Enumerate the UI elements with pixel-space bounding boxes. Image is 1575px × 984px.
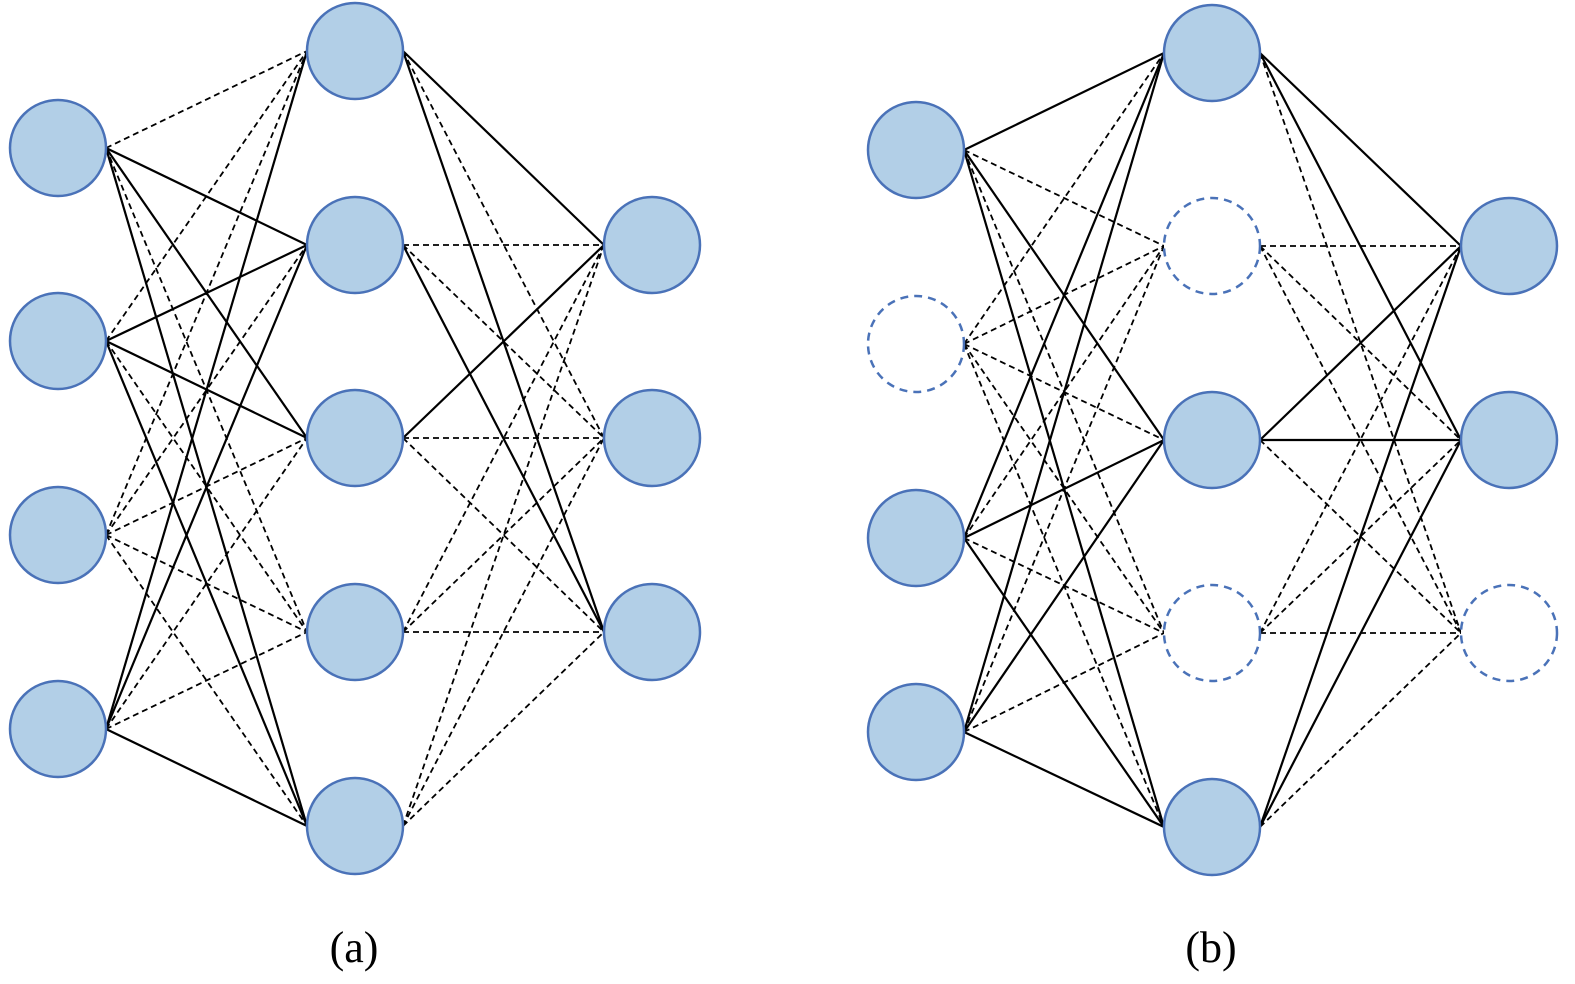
panel-a-connection-l0n0-l1n1-solid: [105, 147, 308, 246]
panel-a-connection-l1n4-l2n2-dashed: [402, 631, 605, 827]
panel-a-neuron-layer1-1: [305, 195, 405, 295]
panel-b-caption: (b): [1185, 923, 1236, 972]
panel-b-neuron-layer2-1: [1459, 390, 1559, 490]
panel-b-connection-l1n0-l2n0-solid: [1259, 52, 1462, 247]
panel-b-neuron-layer2-2-dropped: [1459, 583, 1559, 683]
panel-b-connection-l1n0-l2n2-dashed: [1259, 52, 1462, 634]
panel-b-connection-l0n1-l1n0-dashed: [963, 52, 1165, 345]
panel-a-connection-l1n2-l2n0-solid: [402, 244, 605, 439]
panel-a-connection-l0n2-l1n4-dashed: [105, 534, 308, 827]
panel-b-neuron-layer1-4: [1162, 777, 1262, 877]
panel-b-neuron-layer2-0: [1459, 196, 1559, 296]
panel-a-connection-l1n2-l2n2-dashed: [402, 437, 605, 633]
panel-a-neuron-layer1-0: [305, 1, 405, 101]
panel-b-connection-l1n1-l2n2-dashed: [1259, 245, 1462, 634]
panel-a-connection-l0n2-l1n0-dashed: [105, 50, 308, 536]
panel-b-neurons: [866, 3, 1559, 877]
panel-b-dropout-network: (b): [866, 3, 1559, 972]
panel-b-connection-l1n3-l2n1-dashed: [1259, 439, 1462, 634]
panel-b-connection-l0n0-l1n0-solid: [963, 52, 1165, 151]
panel-a-connection-l1n0-l2n0-solid: [402, 50, 605, 246]
panel-a-connection-l0n0-l1n0-dashed: [105, 50, 308, 149]
panel-b-neuron-layer1-1-dropped: [1162, 196, 1262, 296]
panel-a-neuron-layer2-2: [602, 582, 702, 682]
panel-a-neuron-layer0-1: [8, 291, 108, 391]
panel-a-neuron-layer0-0: [8, 98, 108, 198]
panel-a-neuron-layer2-0: [602, 195, 702, 295]
panel-b-neuron-layer0-2: [866, 488, 966, 588]
panel-b-neuron-layer1-0: [1162, 3, 1262, 103]
panel-b-connection-l0n2-l1n0-solid: [962, 52, 1166, 539]
panel-a-neuron-layer1-3: [305, 582, 405, 682]
panel-b-connection-l1n4-l2n1-solid: [1259, 439, 1462, 828]
panel-b-connection-l0n3-l1n2-solid: [963, 439, 1165, 733]
panel-b-connection-l1n4-l2n2-dashed: [1259, 632, 1462, 828]
panel-a-connection-l1n1-l2n1-dashed: [402, 244, 605, 439]
panel-b-connection-l1n2-l2n0-solid: [1259, 245, 1462, 441]
panel-b-connection-l1n2-l2n2-dashed: [1259, 439, 1462, 634]
panel-a-neuron-layer0-2: [8, 485, 108, 585]
panel-a-connection-l1n3-l2n0-dashed: [402, 244, 605, 633]
panel-a-connection-l0n3-l1n2-dashed: [105, 437, 308, 730]
panel-a-connection-l0n3-l1n3-dashed: [105, 631, 308, 730]
panel-a-standard-network: (a): [8, 1, 702, 972]
panel-a-connection-l1n3-l2n1-dashed: [402, 437, 605, 633]
panel-b-connection-l0n3-l1n0-solid: [962, 52, 1166, 733]
panel-b-connection-l0n3-l1n1-dashed: [963, 245, 1165, 733]
panel-b-connection-l1n3-l2n0-dashed: [1259, 245, 1462, 634]
panel-a-connection-l1n4-l2n1-dashed: [402, 437, 605, 827]
panel-b-neuron-layer0-3: [866, 682, 966, 782]
panel-a-connection-l0n1-l1n3-dashed: [105, 340, 308, 633]
panel-a-connection-l1n4-l2n0-dashed: [402, 244, 605, 827]
panel-b-neuron-layer1-2: [1162, 390, 1262, 490]
panel-b-neuron-layer1-3-dropped: [1162, 583, 1262, 683]
panel-a-neurons: [8, 1, 702, 876]
panel-b-connection-l0n2-l1n1-dashed: [963, 245, 1165, 539]
panel-a-neuron-layer1-4: [305, 776, 405, 876]
panel-a-connection-l0n2-l1n1-dashed: [105, 244, 308, 536]
panel-b-connection-l1n1-l2n1-dashed: [1259, 245, 1462, 441]
panel-a-connection-l0n3-l1n1-solid: [104, 244, 309, 730]
panel-b-connection-l0n3-l1n4-solid: [963, 731, 1165, 828]
panel-a-connection-l0n3-l1n0-solid: [104, 50, 309, 730]
panel-a-neuron-layer2-1: [602, 388, 702, 488]
panel-b-connection-l1n4-l2n0-solid: [1258, 245, 1463, 828]
panel-b-neuron-layer0-1-dropped: [866, 294, 966, 394]
panel-b-connection-l0n0-l1n1-dashed: [963, 149, 1165, 247]
panel-a-neuron-layer1-2: [305, 388, 405, 488]
panel-a-connection-l0n3-l1n4-solid: [105, 728, 308, 827]
panel-a-neuron-layer0-3: [8, 679, 108, 779]
panel-a-connection-l0n2-l1n3-dashed: [105, 534, 308, 633]
panel-a-caption: (a): [330, 923, 379, 972]
panel-a-connection-l1n0-l2n1-dashed: [402, 50, 605, 439]
panel-b-neuron-layer0-0: [866, 100, 966, 200]
panel-b-connections: [962, 52, 1463, 828]
panel-a-connections: [104, 50, 606, 827]
panel-a-connection-l0n1-l1n0-dashed: [105, 50, 308, 342]
panel-b-connection-l0n3-l1n3-dashed: [963, 632, 1165, 733]
